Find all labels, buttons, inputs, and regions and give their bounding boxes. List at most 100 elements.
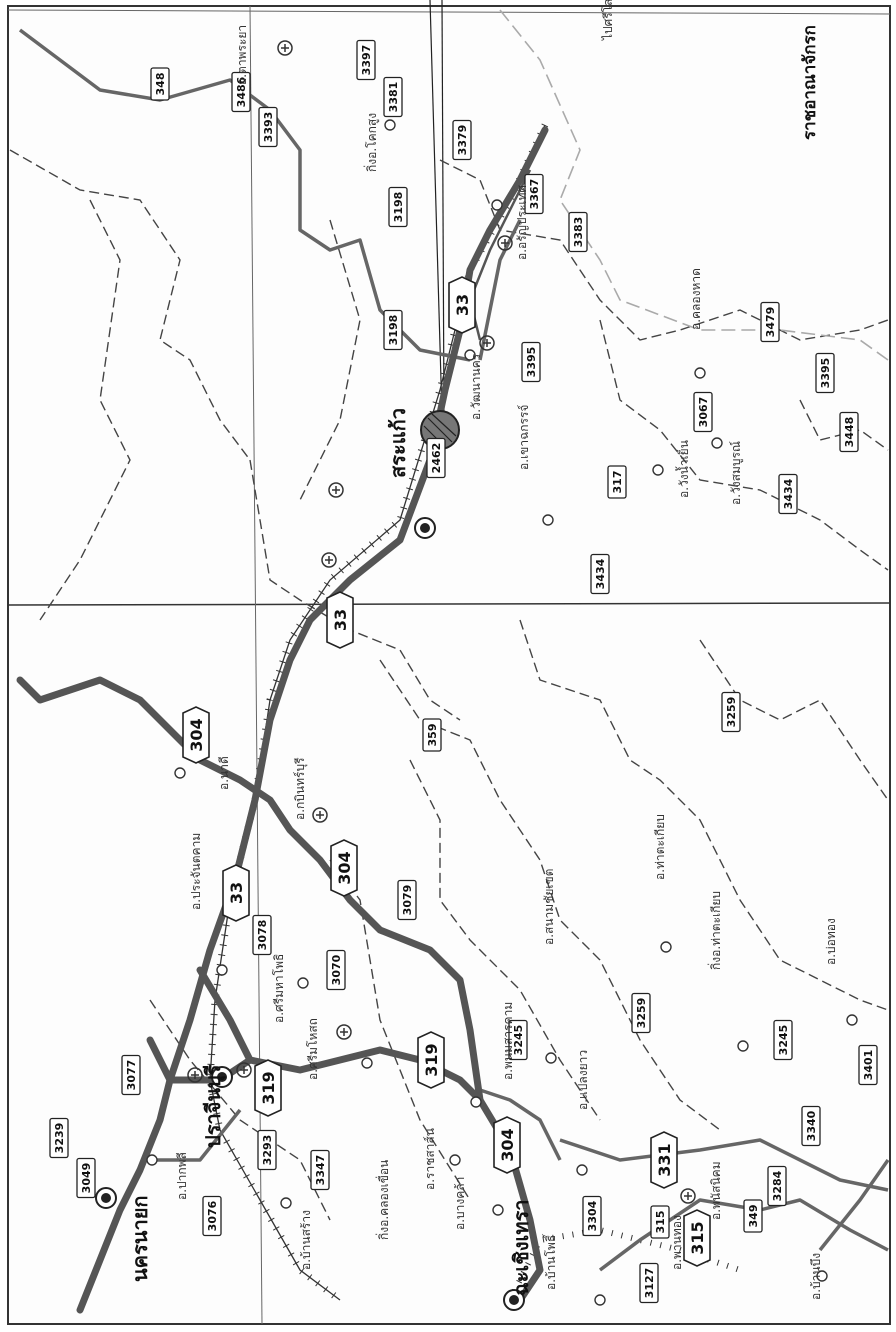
road-number-shield: 3393: [258, 106, 278, 148]
road-number-shield: 3067: [693, 391, 713, 433]
road-number: 315: [654, 1211, 667, 1234]
provincial-boundaries: [9, 149, 889, 1221]
major-road-number: 304: [187, 718, 206, 751]
road-number: 3401: [862, 1050, 875, 1081]
road-number: 3340: [805, 1110, 818, 1141]
hospital-markers: [187, 40, 696, 1204]
road-number: 3259: [725, 697, 738, 728]
road-number: 3198: [392, 192, 405, 223]
road-number-shield: 3259: [721, 691, 741, 733]
road-number-shield: 3293: [257, 1129, 277, 1171]
pointer-line: [429, 0, 443, 416]
road-number-shield: 3434: [590, 553, 610, 595]
map-frame: [7, 5, 891, 1325]
major-road-shield: 33: [448, 276, 476, 334]
district-label: อ.แปลงยาว: [576, 1050, 590, 1110]
province-label: สระแก้ว: [386, 408, 410, 478]
road-number-shield: 3077: [121, 1054, 141, 1096]
road-number-shield: 3448: [839, 411, 859, 453]
major-road-number: 304: [335, 851, 354, 884]
road-number-shield: 3479: [760, 301, 780, 343]
road-number: 3198: [387, 315, 400, 346]
road-number: 3049: [80, 1163, 93, 1194]
corner-label: ไปศรีโส: [601, 0, 615, 41]
road-number-shield: 3245: [508, 1019, 528, 1061]
road-number: 3304: [586, 1200, 599, 1231]
district-label: อ.ราชสาส์น: [423, 1128, 437, 1190]
road-number-shield: 3397: [356, 39, 376, 81]
district-label: อ.อรัญประเทศ: [515, 185, 529, 260]
road-number-shield: 3395: [521, 341, 541, 383]
road-number-shield: 359: [422, 718, 442, 752]
road-number-shield: 3284: [767, 1165, 787, 1207]
district-label: อ.วังน้ำเย็น: [675, 440, 691, 498]
major-road-shield: 304: [330, 839, 358, 897]
road-number-shield: 3340: [801, 1105, 821, 1147]
district-label: อ.บ้านบึง: [809, 1253, 823, 1300]
road-number-shield: 3434: [778, 473, 798, 515]
road-number: 3239: [53, 1123, 66, 1154]
district-label: อ.สนามชัยเขต: [542, 869, 556, 945]
road-number: 3284: [771, 1170, 784, 1201]
district-label: อ.บ้านสร้าง: [299, 1210, 313, 1270]
district-label: อ.พานทอง: [670, 1215, 684, 1270]
district-label: อ.คลองหาด: [689, 268, 703, 330]
province-label: ฉะเชิงเทรา: [509, 1199, 533, 1296]
major-road-number: 33: [331, 609, 350, 631]
road-number-shield: 3401: [858, 1044, 878, 1086]
district-label: อ.เขาฉกรรจ์: [517, 405, 531, 470]
road-number: 2462: [430, 443, 443, 474]
pointer-line: [441, 0, 445, 416]
district-label: อ.ประจันตคาม: [189, 833, 203, 910]
road-number: 317: [611, 471, 624, 494]
road-number-shield: 3395: [815, 352, 835, 394]
district-labels: อ.ตาพระยากิ่งอ.โคกสูงอ.อรัญประเทศอ.วัฒนา…: [175, 25, 838, 1300]
grid-line: [7, 602, 891, 606]
district-label: อ.วัฒนานคร: [469, 353, 483, 420]
major-road-shield: 319: [254, 1059, 282, 1117]
major-road-number: 315: [688, 1221, 707, 1254]
road-number-shield: 3379: [452, 119, 472, 161]
road-number: 3393: [262, 112, 275, 143]
district-label: กิ่งอ.โคกสูง: [363, 113, 380, 172]
international-border: [499, 9, 889, 361]
road-number: 3379: [456, 125, 469, 156]
road-number: 3077: [125, 1060, 138, 1091]
district-label: อ.ท่าตะเกียบ: [653, 814, 667, 880]
district-label: อ.ศรีมหาโพธิ: [272, 954, 286, 1023]
road-number: 3383: [572, 217, 585, 248]
major-road-shield: 33: [222, 864, 250, 922]
major-road-number: 331: [655, 1143, 674, 1176]
major-road-number: 304: [498, 1128, 517, 1161]
district-label: อ.พนมสารคาม: [501, 1002, 515, 1080]
road-number: 3079: [401, 885, 414, 916]
road-number: 3448: [843, 417, 856, 448]
road-number-shield: 3367: [524, 173, 544, 215]
road-number-shield: 3486: [231, 71, 251, 113]
road-number: 3486: [235, 76, 248, 107]
road-number: 3067: [697, 397, 710, 428]
road-number-shield: 3245: [773, 1019, 793, 1061]
district-label: อ.กบินทร์บุรี: [293, 757, 308, 820]
road-number: 3381: [387, 82, 400, 113]
road-number-shield: 3304: [582, 1195, 602, 1237]
district-label: อ.ปากพลี: [175, 1152, 189, 1200]
road-number-shield: 3347: [310, 1149, 330, 1191]
road-number: 3245: [777, 1025, 790, 1056]
major-road-number: 319: [422, 1043, 441, 1076]
road-number: 359: [426, 724, 439, 747]
district-label: อ.บางคล้า: [453, 1177, 467, 1230]
road-number-shield: 3239: [49, 1117, 69, 1159]
major-road-shield: 304: [182, 706, 210, 764]
district-label: อ.บ่อทอง: [824, 918, 838, 965]
road-number-shield: 3198: [383, 309, 403, 351]
road-number-shield: 315: [650, 1205, 670, 1239]
road-number-shield: 3383: [568, 211, 588, 253]
road-number-shield: 3259: [631, 992, 651, 1034]
major-road-shield: 319: [417, 1031, 445, 1089]
road-number: 3070: [330, 954, 343, 985]
road-number-shield: 2462: [426, 437, 446, 479]
road-number-shield: 349: [743, 1199, 763, 1233]
